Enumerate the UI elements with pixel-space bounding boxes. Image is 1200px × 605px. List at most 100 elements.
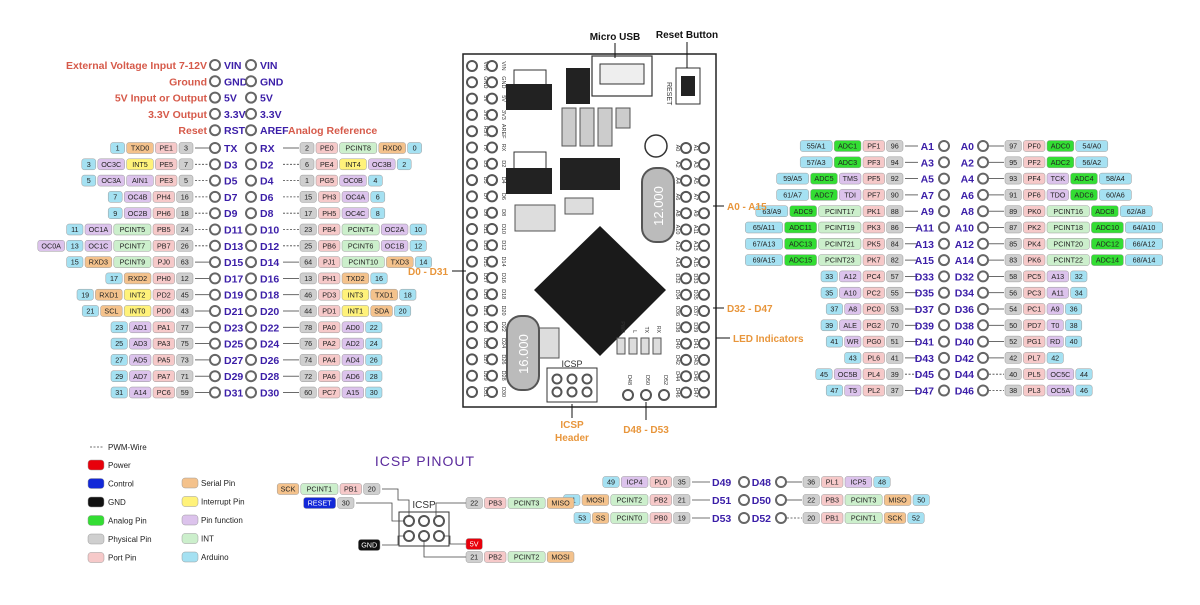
physical-tag-label: 21	[678, 496, 686, 505]
header-pin-label: 5V	[482, 95, 488, 102]
pin-name: D29	[224, 371, 243, 383]
power-pin-name: AREF	[260, 125, 289, 137]
port-tag	[318, 223, 341, 236]
physical-tag	[176, 386, 194, 399]
pin-circle	[209, 223, 221, 236]
analog-tag-label: ADC0	[1051, 142, 1070, 151]
pinfunc-tag	[123, 207, 152, 219]
port-tag-label: PD0	[157, 307, 171, 316]
pinfunc-tag-label: ICP4	[627, 478, 643, 487]
header-pin-label: D30	[500, 387, 506, 397]
port-tag-label: PH3	[322, 193, 336, 202]
serial-tag-label: MISO	[551, 499, 570, 508]
header-pin-label: D34	[674, 290, 680, 300]
pinfunc-tag-label: OC0A	[41, 241, 61, 250]
arduino-tag-label: 19	[81, 290, 89, 299]
header-pin-label: D14	[500, 257, 506, 267]
pin-name: D43	[915, 353, 934, 365]
header-pin-label: A12	[674, 241, 680, 251]
serial-tag	[378, 142, 406, 154]
header-pin	[698, 158, 710, 171]
physical-tag-label: 41	[891, 354, 899, 363]
analog-tag-label: ADC10	[1096, 223, 1119, 232]
arduino-tag-label: 39	[825, 321, 833, 330]
port-tag-label: PC7	[322, 388, 336, 397]
led-indicators-annotation: LED Indicators	[733, 334, 804, 345]
pin-circle	[245, 370, 257, 383]
pinfunc-tag-label: AD1	[133, 323, 147, 332]
pin-name: D12	[260, 241, 279, 253]
header-pin	[486, 239, 498, 252]
arduino-tag	[107, 191, 123, 203]
pin-circle	[938, 270, 950, 283]
port-tag-label: PH4	[157, 193, 171, 202]
physical-tag-label: 64	[304, 258, 312, 267]
legend-swatch	[181, 496, 199, 507]
header-pin-label: D48	[626, 375, 632, 385]
analog-tag-label: ADC14	[1096, 256, 1119, 265]
pinfunc-tag	[129, 337, 152, 350]
pin-circle	[775, 476, 787, 488]
arduino-tag-label: 17	[110, 274, 118, 283]
icsp-header-annotation: ICSP	[560, 420, 584, 431]
pinfunc-tag	[341, 337, 364, 350]
arduino-tag	[844, 352, 862, 364]
icsp-pin	[403, 515, 415, 527]
reset-button-cap[interactable]	[681, 76, 695, 96]
arduino-tag-label: 43	[849, 354, 857, 363]
header-pin	[466, 353, 478, 366]
icsp-pin	[418, 515, 430, 527]
header-pin-label: D42	[674, 355, 680, 365]
physical-tag-label: 40	[1009, 370, 1017, 379]
port-tag	[862, 221, 885, 234]
port-tag-label: PK3	[867, 223, 881, 232]
port-tag-label: PE1	[159, 144, 173, 153]
arduino-tag-label: 3	[87, 160, 91, 169]
pin-name: D10	[260, 225, 279, 237]
d32-d47-annotation: D32 - D47	[727, 304, 773, 315]
pinfunc-tag-label: ALE	[843, 321, 857, 330]
physical-tag-label: 38	[1009, 386, 1017, 395]
power-tag-label: 5V	[470, 540, 479, 549]
pin-name: A8	[961, 206, 975, 218]
pin-circle	[209, 321, 221, 334]
pin-name: D46	[955, 386, 974, 398]
pin-circle	[245, 59, 257, 71]
d0-d31-annotation: D0 - D31	[408, 267, 448, 278]
physical-tag-label: 44	[304, 307, 312, 316]
port-tag-label: PF4	[1028, 174, 1041, 183]
pin-name: D31	[224, 388, 243, 400]
interrupt-tag	[341, 288, 370, 301]
arduino-tag-label: 68/A14	[1133, 256, 1156, 265]
arduino-tag	[394, 305, 412, 317]
serial-tag	[370, 305, 393, 317]
pin-circle	[977, 237, 989, 250]
pin-circle	[209, 386, 221, 399]
arduino-tag-label: 50	[917, 496, 925, 505]
arduino-tag	[1070, 270, 1088, 283]
usb-chip	[566, 68, 590, 104]
port-tag-label: PD3	[322, 290, 336, 299]
physical-tag-label: 25	[304, 241, 312, 250]
arduino-tag-label: 38	[1070, 321, 1078, 330]
interrupt-tag-label: INT2	[130, 290, 146, 299]
icsp-title: ICSP PINOUT	[375, 453, 475, 469]
icsp-pin	[433, 530, 445, 542]
header-pin-label: D13	[482, 240, 488, 250]
power-pin-name: 5V	[224, 93, 237, 105]
pinfunc-tag-label: A14	[134, 388, 147, 397]
pin-circle	[938, 205, 950, 218]
arduino-tag-label: 28	[370, 372, 378, 381]
pinfunc-tag-label: A9	[1051, 305, 1060, 314]
int-tag	[1046, 205, 1090, 217]
arduino-tag	[399, 288, 417, 301]
physical-tag	[1004, 172, 1022, 185]
header-pin	[486, 108, 498, 121]
port-tag-label: PL3	[1028, 386, 1041, 395]
pin-circle	[977, 221, 989, 234]
pin-name: A6	[961, 190, 975, 202]
interrupt-tag	[123, 305, 152, 317]
pinfunc-tag	[1046, 319, 1064, 332]
pin-name: D25	[224, 339, 243, 351]
